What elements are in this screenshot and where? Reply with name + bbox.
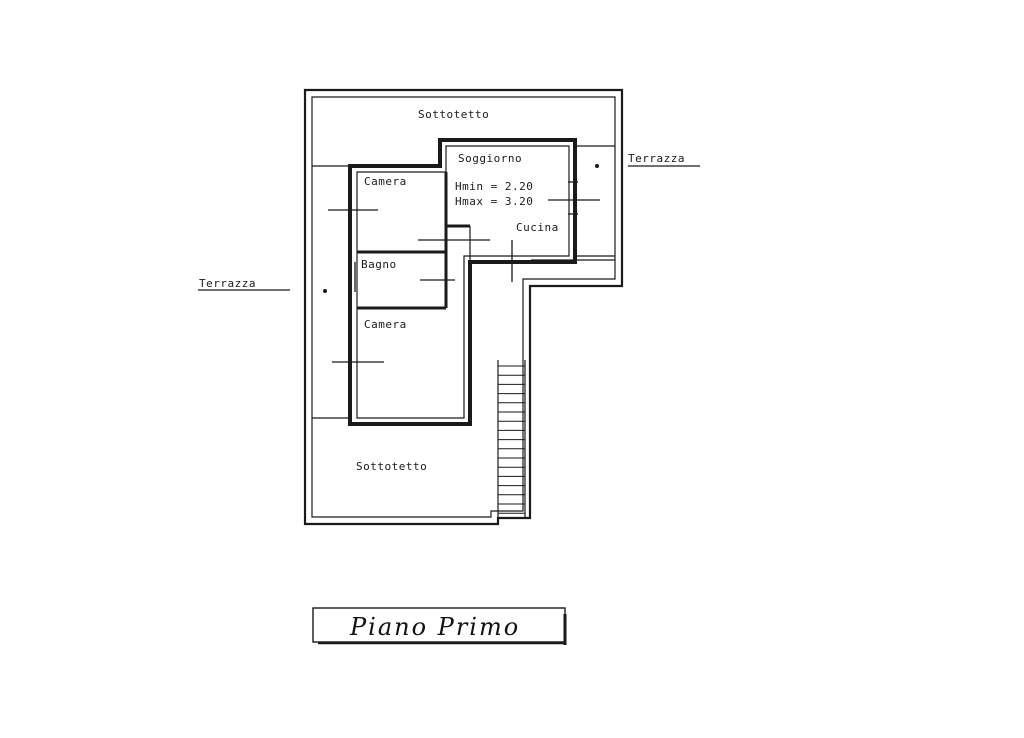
title-box: Piano Primo bbox=[312, 607, 567, 645]
label-terrazza-right: Terrazza bbox=[628, 152, 685, 165]
label-sottotetto-top: Sottotetto bbox=[418, 108, 489, 121]
plan-title: Piano Primo bbox=[349, 613, 520, 641]
label-terrazza-left: Terrazza bbox=[199, 277, 256, 290]
staircase bbox=[497, 360, 526, 518]
label-sottotetto-bottom: Sottotetto bbox=[356, 460, 427, 473]
label-h-min: Hmin = 2.20 bbox=[455, 180, 533, 193]
label-leaders bbox=[198, 165, 700, 291]
outer-wall bbox=[303, 88, 624, 526]
label-camera-top: Camera bbox=[364, 175, 407, 188]
terrace-boundaries bbox=[312, 145, 615, 419]
label-cucina: Cucina bbox=[516, 221, 559, 234]
opening-marks bbox=[323, 164, 600, 363]
label-camera-bottom: Camera bbox=[364, 318, 407, 331]
label-h-max: Hmax = 3.20 bbox=[455, 195, 533, 208]
label-soggiorno: Soggiorno bbox=[458, 152, 522, 165]
label-bagno: Bagno bbox=[361, 258, 397, 271]
